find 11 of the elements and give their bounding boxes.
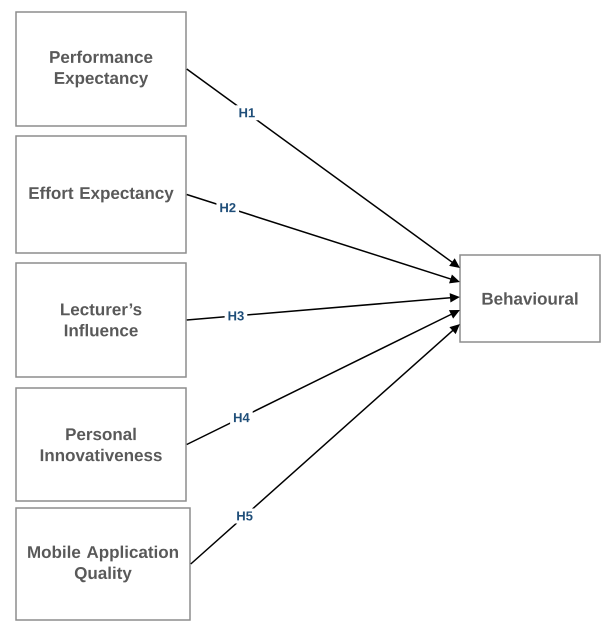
edge-label: H2 — [220, 203, 236, 212]
construct-box: Personal Innovativeness — [15, 387, 187, 502]
edge-label: H1 — [239, 108, 255, 118]
construct-box: Performance Expectancy — [15, 11, 187, 127]
construct-box: Lecturer’s Influence — [15, 262, 187, 378]
construct-box: Mobile Application Quality — [15, 507, 191, 621]
construct-box: Behavioural — [459, 254, 601, 343]
edge-label: H3 — [228, 311, 244, 320]
edge-label: H4 — [234, 413, 250, 422]
construct-box: Effort Expectancy — [15, 135, 187, 254]
edge-label: H5 — [237, 511, 253, 521]
